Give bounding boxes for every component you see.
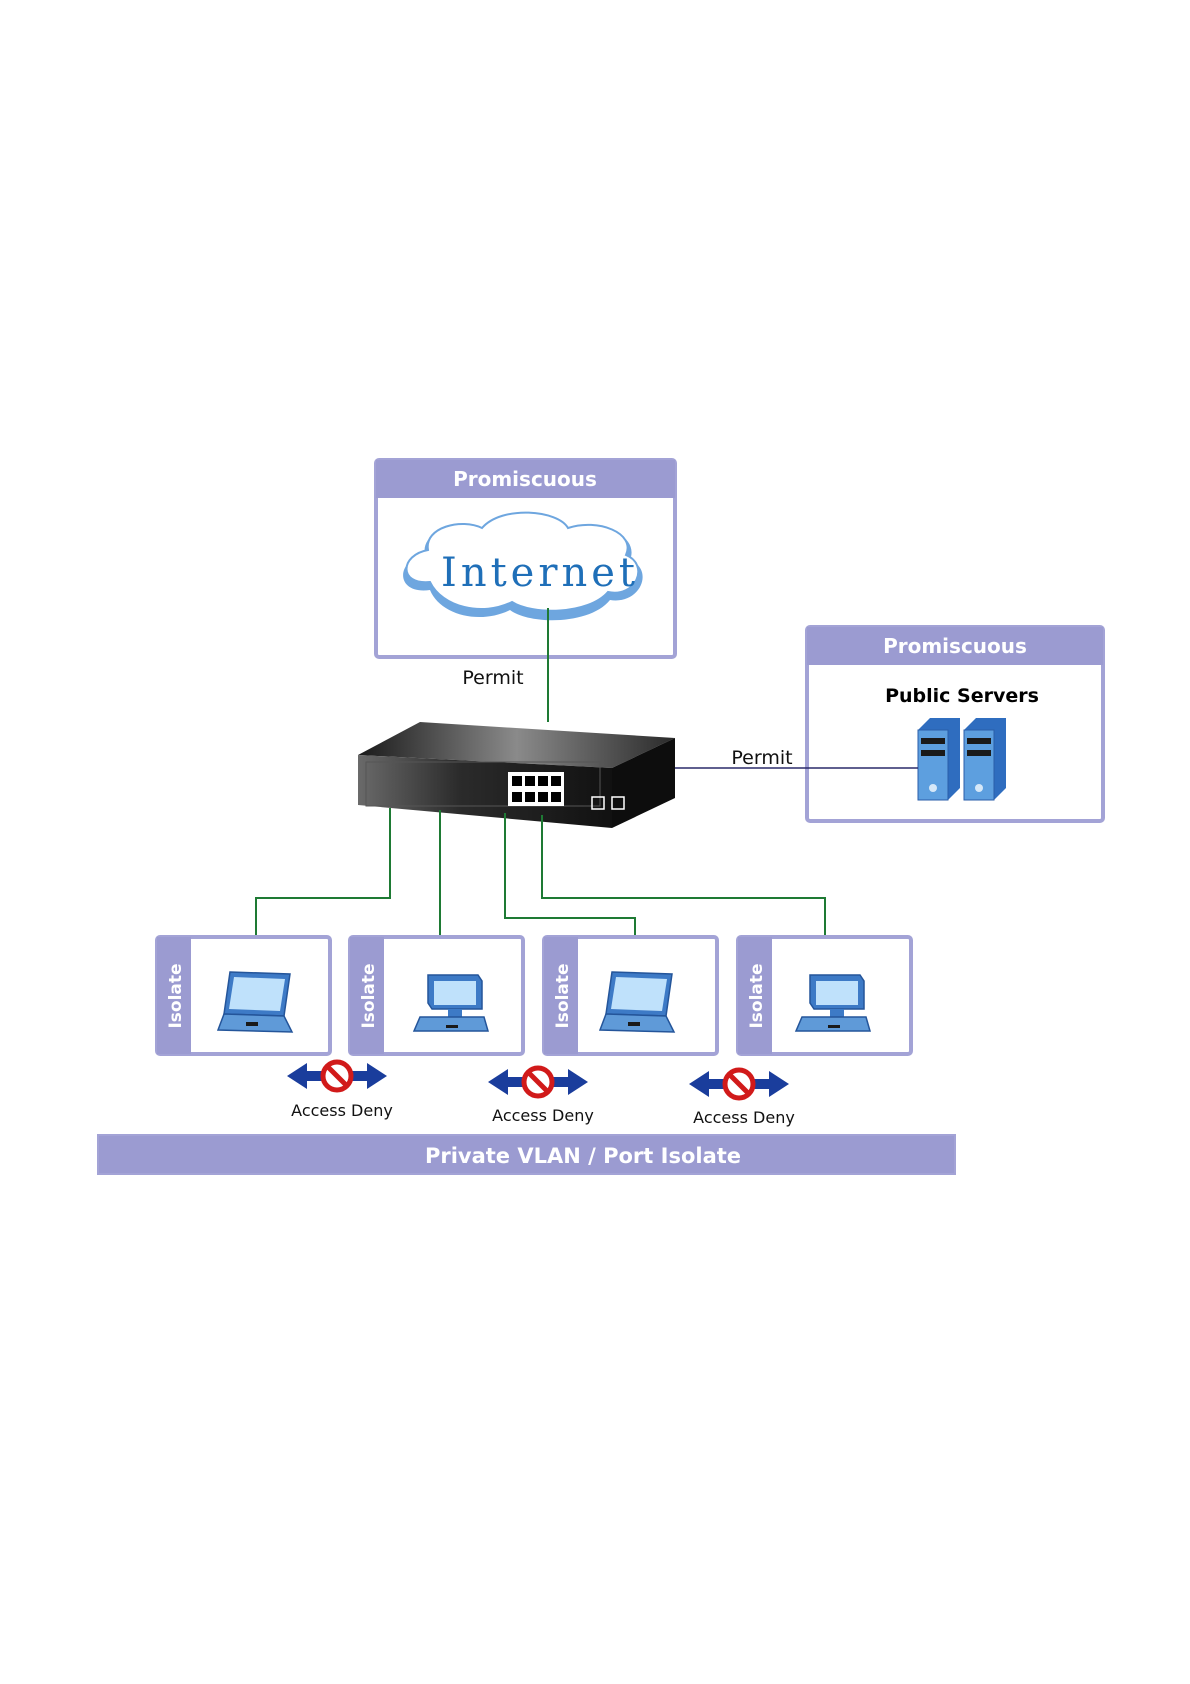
deny-arrow-icon <box>488 1068 588 1096</box>
isolate-box-2: Isolate <box>350 937 523 1054</box>
banner-label: Private VLAN / Port Isolate <box>425 1144 741 1168</box>
isolate-label: Isolate <box>166 963 186 1028</box>
laptop-icon <box>218 972 292 1032</box>
access-deny-label: Access Deny <box>693 1108 795 1127</box>
server-permit-label: Permit <box>731 747 792 769</box>
servers-box-header: Promiscuous <box>883 634 1027 658</box>
private-vlan-banner: Private VLAN / Port Isolate <box>98 1135 955 1174</box>
isolate-label: Isolate <box>553 963 573 1028</box>
access-deny-label: Access Deny <box>492 1106 594 1125</box>
isolate-box-1: Isolate <box>157 937 330 1054</box>
isolate-label: Isolate <box>747 963 767 1028</box>
internet-cloud-label: Internet <box>441 550 639 596</box>
internet-promiscuous-box: Promiscuous Internet <box>376 460 675 657</box>
deny-arrow-icon <box>689 1070 789 1098</box>
internet-permit-label: Permit <box>462 667 523 689</box>
internet-box-header: Promiscuous <box>453 467 597 491</box>
servers-promiscuous-box: Promiscuous Public Servers <box>807 627 1103 821</box>
network-switch-icon <box>358 722 675 828</box>
access-deny-label: Access Deny <box>291 1101 393 1120</box>
access-deny-3: Access Deny <box>689 1070 795 1127</box>
isolate-box-3: Isolate <box>544 937 717 1054</box>
deny-arrow-icon <box>287 1062 387 1090</box>
laptop-icon <box>600 972 674 1032</box>
public-servers-title: Public Servers <box>885 685 1039 707</box>
access-deny-1: Access Deny <box>287 1062 393 1120</box>
isolate-label: Isolate <box>359 963 379 1028</box>
isolate-box-4: Isolate <box>738 937 911 1054</box>
access-deny-2: Access Deny <box>488 1068 594 1125</box>
